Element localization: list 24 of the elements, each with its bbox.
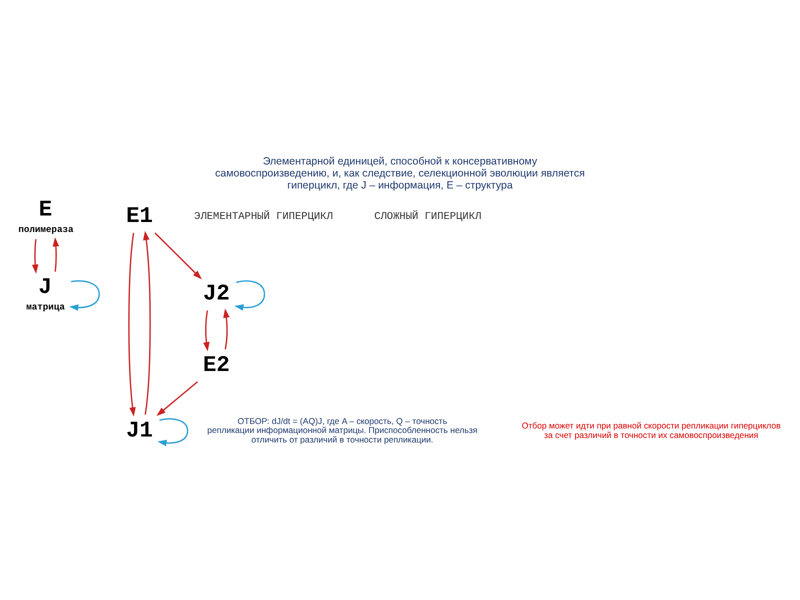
node-label: матрица: [26, 301, 65, 312]
node-text: E1: [126, 202, 153, 229]
diagram-title: Элементарной единицей, способной к консервативному самовоспроизведению, и, как следствие, селекционной эволюции является гиперцикл, где J – информация, E – структура: [215, 155, 585, 191]
arrow: [143, 230, 151, 414]
arrow: [154, 232, 202, 279]
label: Отбор может идти при равной скорости репликации гиперциклов за счет различий в точности их самовоспроизведения: [522, 420, 781, 440]
arrow: [203, 310, 210, 351]
arrow: [128, 232, 136, 416]
arrow: [156, 380, 198, 416]
node-text: E2: [203, 351, 230, 378]
arrow: [157, 418, 188, 446]
label: СЛОЖНЫЙ ГИПЕРЦИКЛ: [374, 210, 482, 223]
node-text: E: [38, 196, 52, 222]
arrow: [52, 236, 60, 272]
label: ЭЛЕМЕНТАРНЫЙ ГИПЕРЦИКЛ: [194, 210, 333, 223]
node-text: J: [38, 274, 52, 300]
node-text: J1: [126, 416, 153, 443]
arrow: [32, 238, 38, 274]
arrow: [234, 280, 266, 310]
arrow: [223, 308, 230, 350]
label: ОТБОР: dJ/dt = (AQ)J, где A – скорость, Q – точность репликации информационной матрицы. Приспособленность нельзя отличить от различий в точности репликации.: [207, 415, 478, 444]
node-text: J2: [203, 280, 230, 306]
node-label: полимераза: [18, 223, 74, 234]
arrow: [69, 280, 100, 310]
